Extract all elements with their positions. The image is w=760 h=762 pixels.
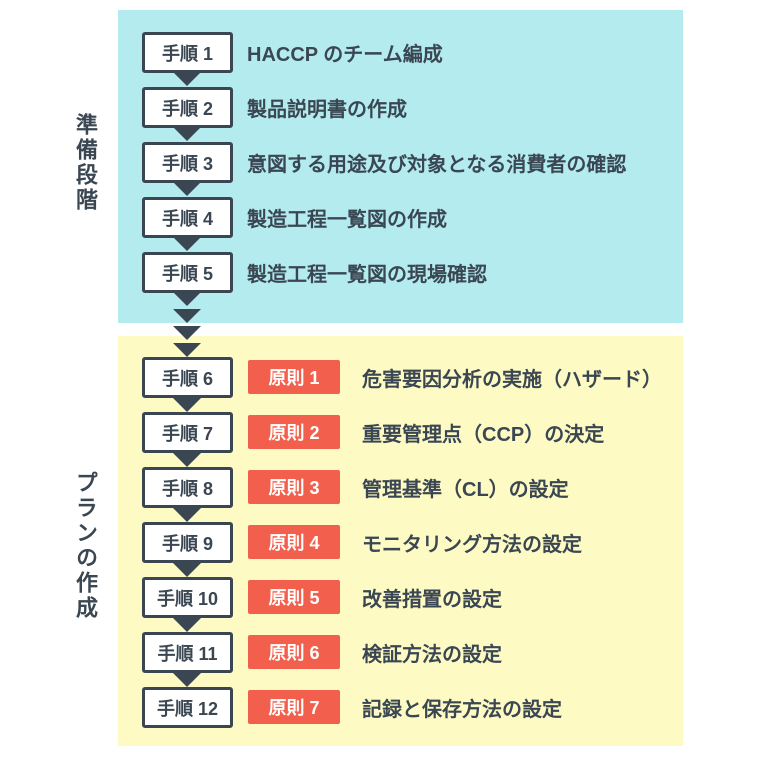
principle-badge-1: 原則 1 bbox=[248, 360, 340, 394]
principle-badge-2: 原則 2 bbox=[248, 415, 340, 449]
flow-arrow-down-icon bbox=[173, 182, 201, 196]
flow-arrow-down-icon bbox=[173, 618, 201, 632]
flow-arrow-down-icon bbox=[173, 398, 201, 412]
step-description-3: 意図する用途及び対象となる消費者の確認 bbox=[247, 154, 627, 176]
flow-arrow-down-icon bbox=[173, 237, 201, 251]
step-box-4: 手順 4 bbox=[142, 197, 233, 238]
flow-arrow-down-icon bbox=[173, 563, 201, 577]
step-label-4: 手順 4 bbox=[161, 208, 213, 229]
step-label-7: 手順 7 bbox=[161, 423, 213, 444]
preparation-stage-label: 準備段階 bbox=[73, 113, 98, 213]
step-label-9: 手順 9 bbox=[161, 533, 213, 554]
step-label-12: 手順 12 bbox=[156, 698, 219, 719]
step-label-3: 手順 3 bbox=[161, 153, 213, 174]
flow-arrow-down-icon bbox=[173, 343, 201, 357]
flow-arrow-down-icon bbox=[173, 508, 201, 522]
principle-badge-5: 原則 5 bbox=[248, 580, 340, 614]
principle-badge-3: 原則 3 bbox=[248, 470, 340, 504]
step-label-1: 手順 1 bbox=[161, 43, 213, 64]
step-label-5: 手順 5 bbox=[161, 263, 213, 284]
flow-arrow-down-icon bbox=[173, 72, 201, 86]
flow-arrow-down-icon bbox=[173, 127, 201, 141]
flow-arrow-down-icon bbox=[173, 673, 201, 687]
step-box-3: 手順 3 bbox=[142, 142, 233, 183]
flow-arrow-down-icon bbox=[173, 309, 201, 323]
step-description-2: 製品説明書の作成 bbox=[247, 99, 407, 121]
flow-arrow-down-icon bbox=[173, 326, 201, 340]
step-box-5: 手順 5 bbox=[142, 252, 233, 293]
step-box-12: 手順 12 bbox=[142, 687, 233, 728]
step-box-6: 手順 6 bbox=[142, 357, 233, 398]
step-box-8: 手順 8 bbox=[142, 467, 233, 508]
plan-creation-label: プランの作成 bbox=[73, 470, 98, 621]
step-description-1: HACCP のチーム編成 bbox=[247, 44, 443, 66]
step-description-7: 重要管理点（CCP）の決定 bbox=[362, 424, 605, 446]
step-box-9: 手順 9 bbox=[142, 522, 233, 563]
step-label-6: 手順 6 bbox=[161, 368, 213, 389]
flow-arrow-down-icon bbox=[173, 453, 201, 467]
step-label-2: 手順 2 bbox=[161, 98, 213, 119]
step-label-10: 手順 10 bbox=[156, 588, 219, 609]
step-description-5: 製造工程一覧図の現場確認 bbox=[247, 264, 487, 286]
principle-badge-6: 原則 6 bbox=[248, 635, 340, 669]
step-description-9: モニタリング方法の設定 bbox=[362, 534, 582, 556]
principle-badge-7: 原則 7 bbox=[248, 690, 340, 724]
step-description-4: 製造工程一覧図の作成 bbox=[247, 209, 447, 231]
principle-badge-4: 原則 4 bbox=[248, 525, 340, 559]
step-box-11: 手順 11 bbox=[142, 632, 233, 673]
step-label-8: 手順 8 bbox=[161, 478, 213, 499]
step-description-8: 管理基準（CL）の設定 bbox=[362, 479, 569, 501]
step-box-7: 手順 7 bbox=[142, 412, 233, 453]
step-box-2: 手順 2 bbox=[142, 87, 233, 128]
step-box-1: 手順 1 bbox=[142, 32, 233, 73]
step-label-11: 手順 11 bbox=[157, 643, 218, 664]
step-description-12: 記録と保存方法の設定 bbox=[362, 699, 562, 721]
step-description-6: 危害要因分析の実施（ハザード） bbox=[362, 369, 662, 391]
flow-arrow-down-icon bbox=[173, 292, 201, 306]
step-description-10: 改善措置の設定 bbox=[362, 589, 502, 611]
step-description-11: 検証方法の設定 bbox=[362, 644, 502, 666]
step-box-10: 手順 10 bbox=[142, 577, 233, 618]
